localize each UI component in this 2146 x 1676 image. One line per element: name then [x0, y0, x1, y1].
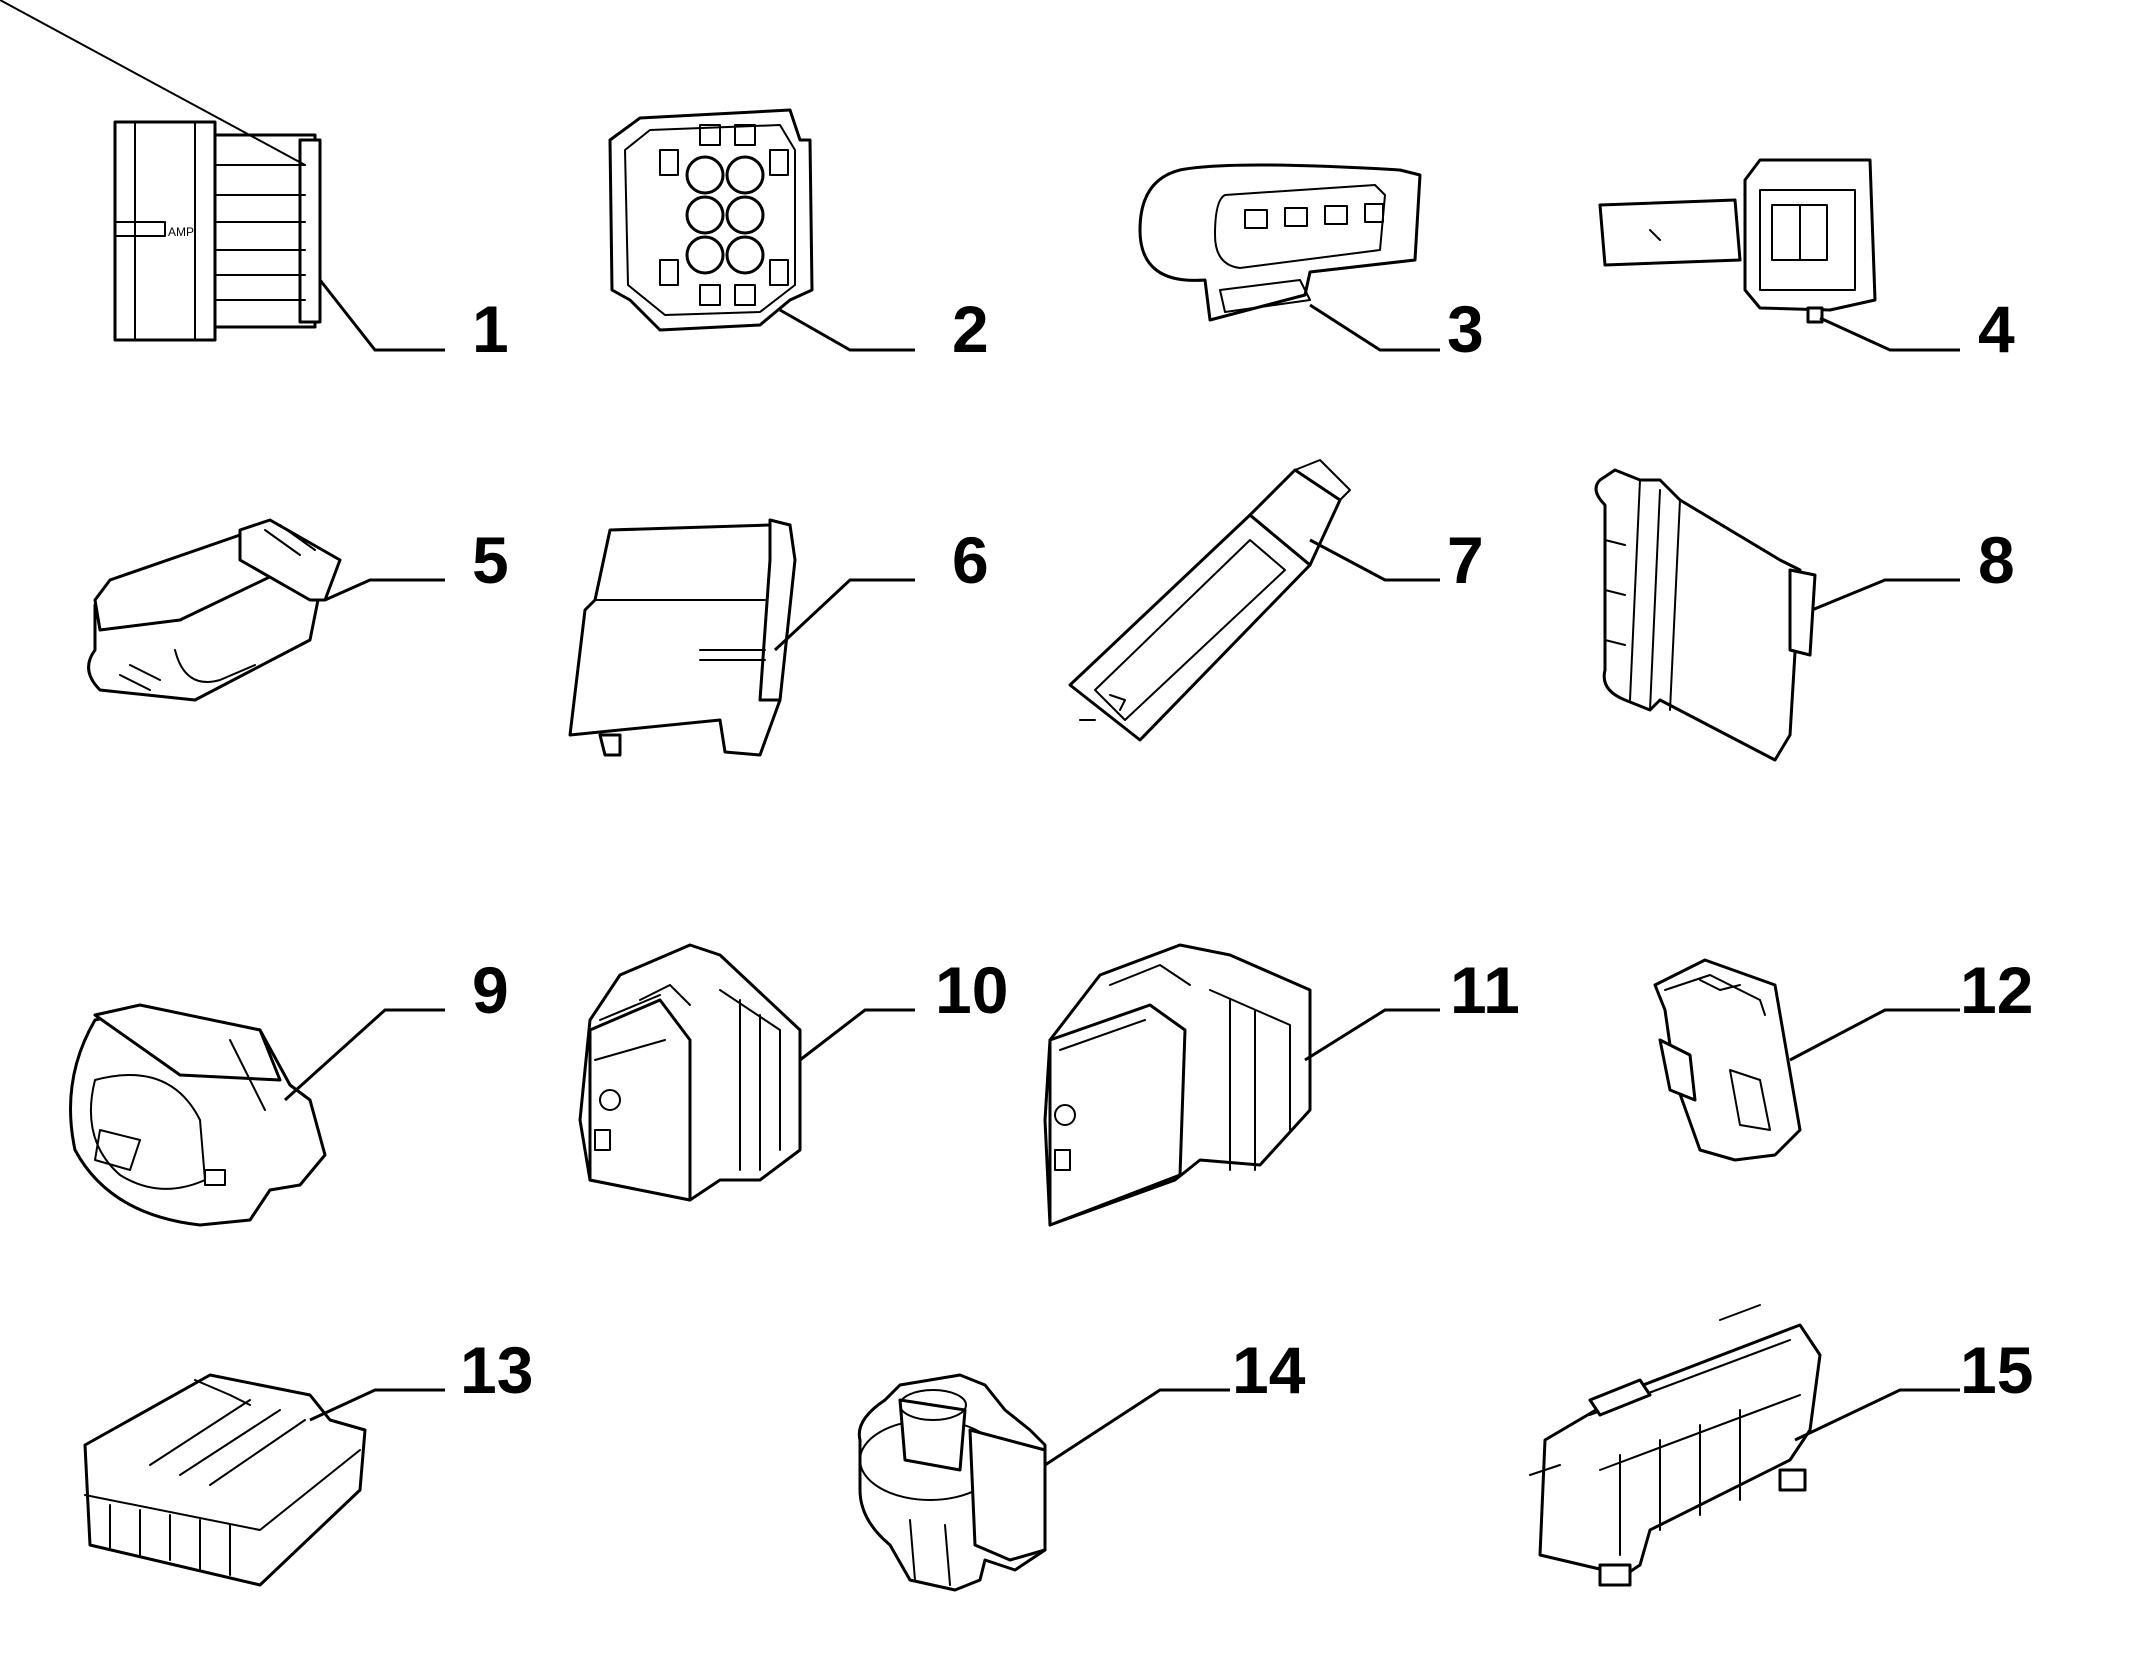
part-10-connector	[578, 943, 802, 1202]
part-11-leader	[1304, 1008, 1440, 1062]
part-14-label: 14	[1232, 1333, 1306, 1407]
part-1-connector: AMP	[0, 0, 322, 342]
part-6-label: 6	[952, 523, 989, 597]
part-9-leader	[283, 1008, 445, 1102]
part-1-leader	[318, 279, 445, 352]
part-15-label: 15	[1960, 1333, 2033, 1407]
part-5-label: 5	[472, 523, 509, 597]
part-4-connector	[1598, 158, 1877, 324]
part-14-leader	[1044, 1388, 1230, 1467]
part-7-label: 7	[1447, 523, 1484, 597]
part-12-connector	[1653, 958, 1802, 1162]
part-1-label: 1	[472, 292, 509, 366]
part-10-leader	[799, 1008, 915, 1062]
part-4-label: 4	[1978, 292, 2015, 366]
part-15-connector	[1529, 1304, 1822, 1587]
part-13-connector	[83, 1373, 367, 1587]
part-1-amp-mark: AMP	[168, 225, 194, 239]
part-3-connector	[1138, 163, 1422, 322]
part-3-label: 3	[1447, 292, 1484, 366]
part-2-leader	[779, 308, 915, 352]
part-15-leader	[1794, 1388, 1960, 1442]
part-4-leader	[1819, 316, 1960, 352]
part-12-label: 12	[1960, 953, 2033, 1027]
part-5-leader	[324, 578, 445, 602]
part-9-connector	[69, 1003, 327, 1227]
part-13-label: 13	[460, 1333, 533, 1407]
part-3-leader	[1309, 303, 1440, 352]
part-14-connector	[857, 1373, 1047, 1592]
part-10-label: 10	[935, 953, 1008, 1027]
part-7-connector	[1068, 459, 1351, 742]
part-13-leader	[309, 1388, 445, 1422]
part-6-connector	[568, 518, 797, 757]
part-2-label: 2	[952, 292, 989, 366]
part-8-connector	[1594, 468, 1817, 762]
part-9-label: 9	[472, 953, 509, 1027]
part-6-leader	[773, 578, 915, 652]
part-11-label: 11	[1450, 953, 1520, 1027]
part-12-leader	[1789, 1008, 1960, 1062]
part-2-connector	[608, 108, 814, 332]
part-5-connector	[87, 518, 342, 702]
part-8-leader	[1811, 578, 1960, 612]
part-7-leader	[1309, 538, 1440, 582]
part-8-label: 8	[1978, 523, 2015, 597]
part-11-connector	[1043, 943, 1312, 1227]
